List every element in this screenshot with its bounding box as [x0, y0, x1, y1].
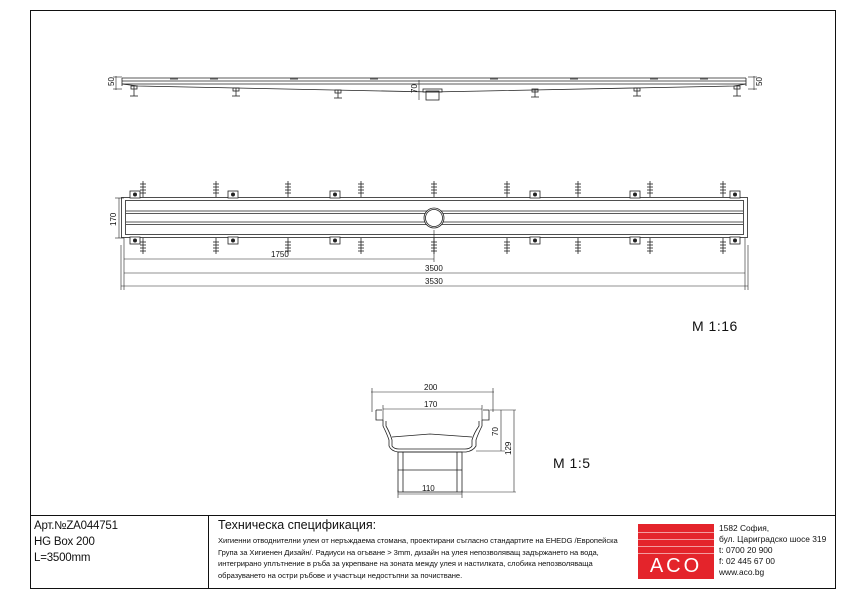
dim-half-length-1750: 1750 [271, 250, 289, 259]
contact-line: t: 0700 20 900 [719, 545, 773, 555]
cross-section-dimension-lines [371, 388, 516, 498]
aco-logo: ACO [638, 524, 714, 579]
contact-line: бул. Цариградско шосе 319 [719, 534, 827, 544]
plan-dimension-lines [115, 197, 749, 290]
article-number: Арт.№ZA044751 [34, 520, 118, 532]
cross-section-view [375, 409, 490, 493]
aco-logo-text: ACO [649, 555, 703, 577]
side-dimension-lines [113, 76, 757, 100]
scale-label-overview: M 1:16 [692, 318, 738, 334]
specification-line: Хигиенни отводнителни улеи от неръждаема… [218, 536, 618, 545]
contact-line: f: 02 445 67 00 [719, 556, 775, 566]
specification-line: Група за Хигиенен Дизайн/. Радиуси на ог… [218, 547, 599, 557]
dim-section-110: 110 [422, 484, 435, 493]
article-name: HG Box 200 [34, 536, 95, 548]
dim-section-200: 200 [424, 383, 438, 392]
dim-side-50-right: 50 [755, 77, 764, 86]
scale-label-section: M 1:5 [553, 455, 591, 471]
specification-text: Хигиенни отводнителни улеи от неръждаема… [218, 535, 636, 581]
dim-side-70: 70 [410, 84, 419, 93]
specification-line: интегрирано уплътнение в ръба за укрепва… [218, 559, 593, 569]
dim-section-129: 129 [504, 441, 513, 455]
dim-section-170: 170 [424, 400, 438, 409]
side-support-feet [130, 85, 741, 99]
contact-info: 1582 София, бул. Цариградско шосе 319 t:… [719, 523, 826, 578]
specification-title: Техническа спецификация: [218, 518, 377, 532]
specification-line: образуването на остри ръбове и участъци … [218, 570, 463, 580]
contact-line: www.aco.bg [719, 567, 765, 577]
dim-plan-170: 170 [109, 212, 118, 226]
dim-length-3500: 3500 [425, 264, 443, 273]
contact-line: 1582 София, [719, 523, 770, 533]
side-elevation-view [121, 77, 747, 101]
plan-support-feet [129, 190, 741, 245]
dim-length-3530: 3530 [425, 277, 443, 286]
plan-view [121, 197, 748, 238]
article-length: L=3500mm [34, 552, 91, 564]
drawing-frame [30, 10, 836, 589]
dim-side-50-left: 50 [107, 77, 116, 86]
dim-section-70: 70 [491, 427, 500, 436]
